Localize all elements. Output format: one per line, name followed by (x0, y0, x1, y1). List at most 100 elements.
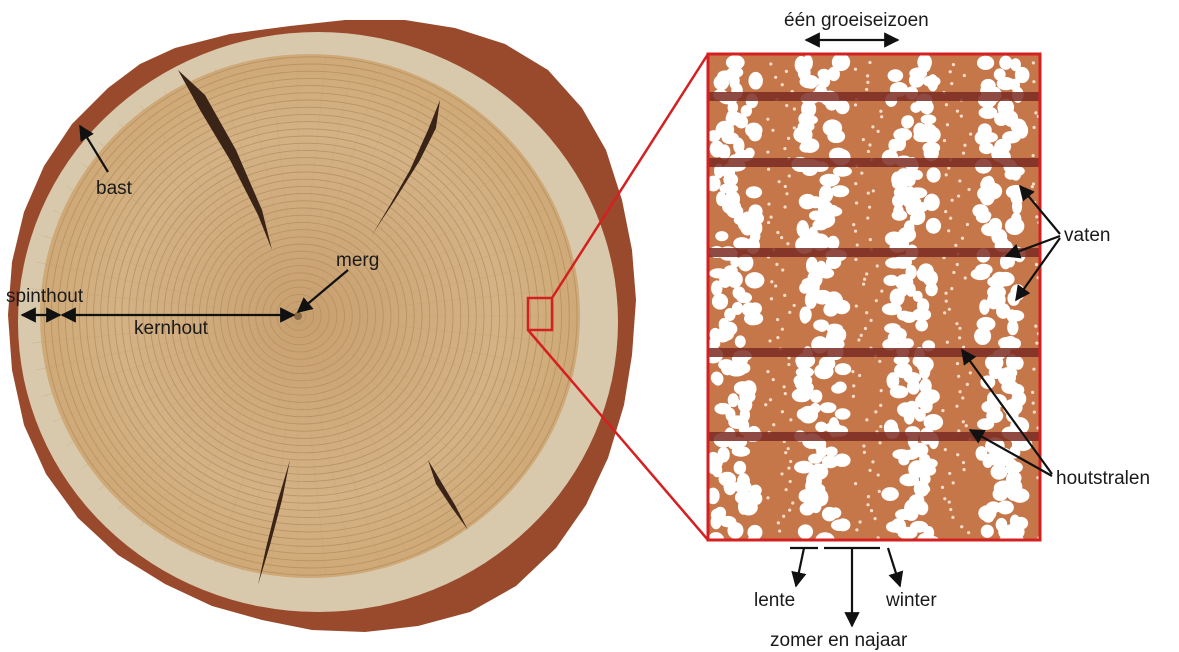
vessel (997, 500, 1014, 514)
small-pore (793, 107, 796, 110)
small-pore (1032, 368, 1035, 371)
vessel (914, 484, 930, 494)
vessel (1005, 256, 1015, 267)
small-pore (782, 515, 785, 518)
vessel (904, 507, 918, 521)
small-pore (854, 482, 857, 485)
small-pore (865, 88, 868, 91)
vessel (738, 217, 752, 231)
small-pore (854, 68, 857, 71)
small-pore (768, 339, 771, 342)
small-pore (783, 294, 786, 297)
small-pore (784, 392, 787, 395)
small-pore (952, 271, 955, 274)
vessel (971, 268, 990, 280)
small-pore (865, 311, 868, 314)
small-pore (780, 472, 783, 475)
small-pore (867, 192, 870, 195)
small-pore (1045, 306, 1048, 309)
small-pore (955, 405, 958, 408)
small-pore (958, 179, 961, 182)
label-vaten: vaten (1064, 225, 1110, 246)
label-merg: merg (336, 250, 379, 271)
small-pore (769, 62, 772, 65)
ray-band (708, 158, 1040, 167)
small-pore (1050, 312, 1053, 315)
small-pore (770, 216, 773, 219)
vessel (800, 307, 812, 323)
vessel (1011, 488, 1030, 503)
small-pore (880, 389, 883, 392)
small-pore (1047, 530, 1050, 533)
microscope-view (703, 53, 1063, 549)
trunk-cross-section (8, 20, 636, 632)
vessel (715, 231, 728, 241)
small-pore (868, 61, 871, 64)
vessel (890, 385, 909, 398)
vessel (910, 102, 921, 113)
small-pore (783, 385, 786, 388)
vessel (825, 447, 838, 457)
small-pore (766, 496, 769, 499)
vessel (748, 72, 762, 90)
small-pore (1034, 325, 1037, 328)
small-pore (1047, 397, 1050, 400)
vessel (923, 76, 941, 87)
small-pore (872, 189, 875, 192)
small-pore (952, 481, 955, 484)
small-pore (863, 278, 866, 281)
vessel (913, 131, 931, 142)
small-pore (1052, 76, 1055, 79)
small-pore (793, 126, 796, 129)
small-pore (866, 216, 869, 219)
vessel (827, 129, 845, 143)
vessel (1010, 166, 1021, 181)
small-pore (1054, 159, 1057, 162)
small-pore (854, 182, 857, 185)
vessel (836, 518, 851, 531)
small-pore (954, 244, 957, 247)
vessel (719, 144, 731, 160)
small-pore (767, 221, 770, 224)
vessel (1012, 357, 1024, 370)
small-pore (867, 495, 870, 498)
small-pore (948, 472, 951, 475)
small-pore (957, 194, 960, 197)
small-pore (1059, 290, 1062, 293)
small-pore (877, 473, 880, 476)
vessel (835, 363, 851, 375)
small-pore (958, 327, 961, 330)
small-pore (858, 520, 861, 523)
vessel (799, 142, 812, 152)
small-pore (865, 272, 868, 275)
vessel (712, 372, 723, 385)
small-pore (868, 206, 871, 209)
small-pore (776, 231, 779, 234)
small-pore (785, 488, 788, 491)
small-pore (866, 74, 869, 77)
small-pore (1055, 451, 1058, 454)
small-pore (1048, 434, 1051, 437)
small-pore (966, 223, 969, 226)
small-pore (966, 383, 969, 386)
small-pore (772, 378, 775, 381)
vessel (897, 527, 917, 540)
vessel (714, 75, 730, 90)
small-pore (950, 82, 953, 85)
small-pore (955, 322, 958, 325)
small-pore (960, 115, 963, 118)
small-pore (945, 173, 948, 176)
small-pore (947, 229, 950, 232)
vessel (999, 56, 1012, 70)
small-pore (1031, 185, 1034, 188)
vessel (744, 148, 754, 159)
small-pore (855, 528, 858, 531)
vessel (800, 75, 820, 89)
small-pore (864, 327, 867, 330)
small-pore (789, 418, 792, 421)
small-pore (869, 319, 872, 322)
vessel (727, 522, 743, 539)
small-pore (950, 287, 953, 290)
small-pore (776, 336, 779, 339)
